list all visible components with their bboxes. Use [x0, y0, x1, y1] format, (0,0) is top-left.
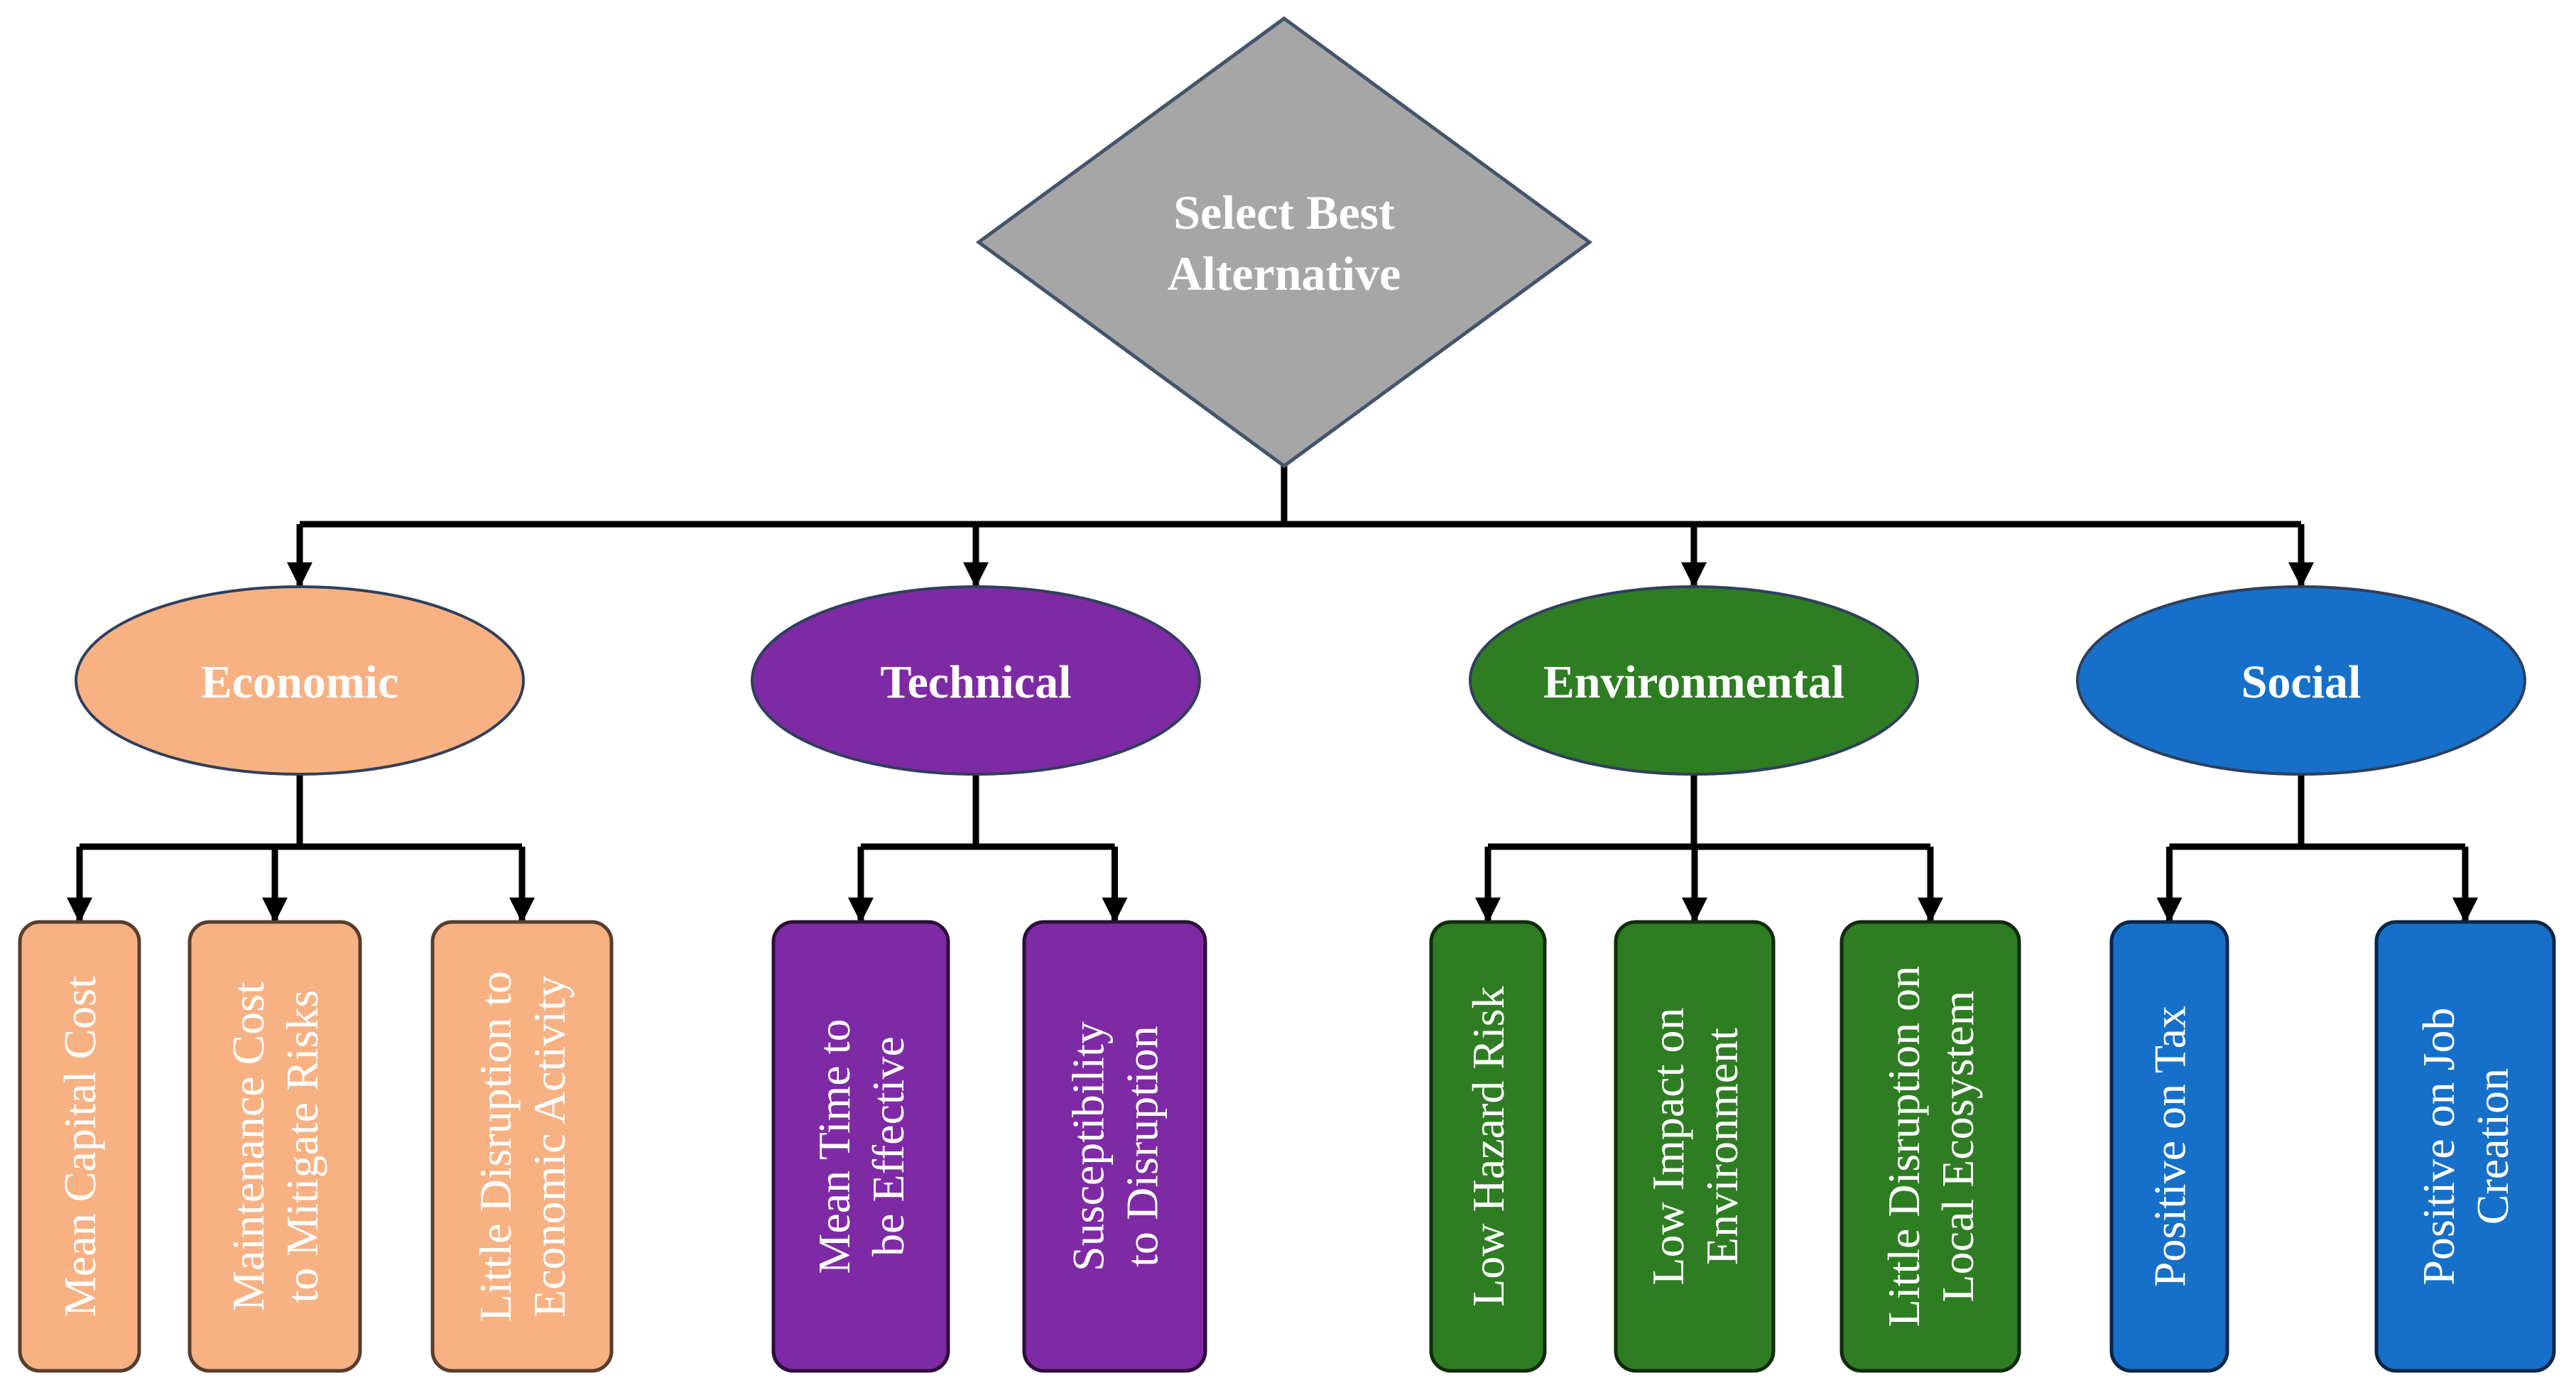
criterion-node: Positive on Tax [2109, 920, 2229, 1373]
category-label: Environmental [1543, 656, 1844, 708]
category-label: Economic [201, 656, 399, 708]
criterion-node: Low Hazard Risk [1429, 920, 1547, 1373]
criterion-label-line: Susceptibility [1063, 1021, 1113, 1271]
criterion-label-line: to Disruption [1116, 1026, 1167, 1267]
criterion-label-line: be Effective [863, 1036, 913, 1256]
category-node-social: Social [2076, 585, 2526, 776]
connector-lines [67, 466, 2478, 923]
root-label-line: Alternative [1168, 246, 1401, 300]
criterion-box [2109, 920, 2229, 1373]
criterion-label-line: Environment [1697, 1028, 1747, 1265]
criterion-label-line: to Mitigate Risks [277, 990, 327, 1303]
criterion-label-line: Positive on Job [2413, 1007, 2464, 1285]
criterion-label-line: Creation [2467, 1068, 2518, 1225]
criterion-box [2374, 920, 2556, 1373]
category-node-environmental: Environmental [1469, 585, 1919, 776]
category-node-economic: Economic [75, 585, 525, 776]
root-label-line: Select Best [1173, 185, 1395, 239]
criterion-label-line: Low Hazard Risk [1463, 986, 1513, 1306]
criterion-label-line: Little Disruption on [1879, 966, 1929, 1327]
criterion-label-line: Mean Capital Cost [55, 976, 105, 1317]
criterion-box [771, 920, 950, 1373]
category-ellipse [751, 585, 1201, 776]
criterion-label-line: Economic Activity [524, 975, 575, 1318]
category-label: Technical [881, 656, 1072, 708]
criterion-node: Mean Capital Cost [18, 920, 141, 1373]
criterion-box [18, 920, 141, 1373]
criterion-label-line: Mean Time to [809, 1019, 859, 1274]
category-ellipse [75, 585, 525, 776]
criterion-label-line: Local Ecosystem [1933, 991, 1983, 1303]
criterion-label-line: Little Disruption to [470, 971, 521, 1322]
criterion-box [188, 920, 362, 1373]
criterion-label-line: Low Impact on [1643, 1008, 1693, 1286]
criterion-box [430, 920, 614, 1373]
criterion-box [1429, 920, 1547, 1373]
criterion-label-line: Positive on Tax [2144, 1006, 2195, 1287]
category-ellipse [2076, 585, 2526, 776]
criterion-box [1022, 920, 1207, 1373]
criterion-box [1614, 920, 1776, 1373]
category-label: Social [2241, 656, 2362, 708]
category-ellipse [1469, 585, 1919, 776]
criterion-box [1839, 920, 2021, 1373]
criterion-label-line: Maintenance Cost [223, 982, 273, 1311]
root-diamond-shape [975, 16, 1593, 469]
category-node-technical: Technical [751, 585, 1201, 776]
